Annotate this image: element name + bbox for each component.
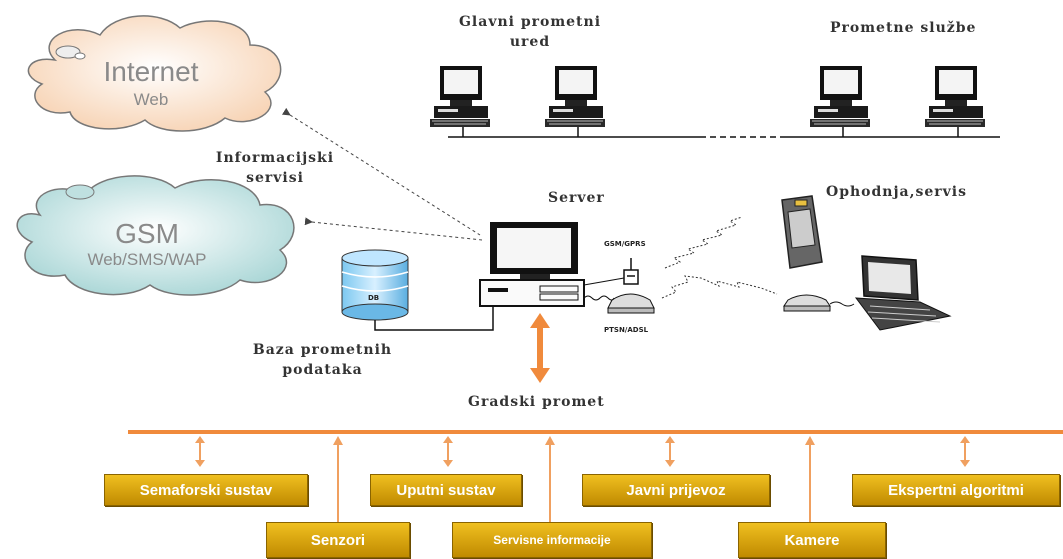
subsystem-semaforski-sustav: Semaforski sustav [104, 474, 308, 506]
workstation-main-office-1 [429, 65, 491, 128]
info-services-label: Informacijski servisi [215, 150, 335, 186]
subsystem-servisne-informacije: Servisne informacije [452, 522, 652, 558]
connector-ekspertni [960, 436, 970, 467]
wireless-link-laptop [661, 275, 778, 299]
gsm-gprs-label: GSM/GPRS [604, 240, 646, 248]
connector-uputni [443, 436, 453, 467]
workstation-main-office-2 [544, 65, 606, 128]
workstation-traffic-services-1 [809, 65, 871, 128]
telephone-server-side [607, 293, 655, 314]
internet-link-line [281, 107, 481, 236]
pstn-adsl-label: PTSN/ADSL [604, 326, 649, 334]
gsm-cloud [16, 175, 295, 296]
city-traffic-label: Gradski promet [468, 394, 605, 410]
connector-javni [665, 436, 675, 467]
server-bus-arrow [530, 313, 550, 383]
internet-cloud-subtitle: Web [133, 90, 169, 109]
database-label: Baza prometnih podataka [252, 342, 393, 378]
database-link-line [374, 306, 494, 331]
internet-cloud-title: Internet [103, 56, 199, 87]
patrol-label: Ophodnja,servis [826, 184, 967, 200]
internet-cloud [27, 15, 282, 132]
database-cylinder [341, 249, 409, 321]
pda-device [781, 195, 823, 269]
telephone-remote [783, 294, 831, 312]
subsystem-javni-prijevoz: Javni prijevoz [582, 474, 770, 506]
gsm-cloud-title: GSM [115, 218, 179, 249]
main-office-label: Glavni prometni ured [458, 14, 602, 50]
server-computer [479, 222, 585, 307]
subsystem-ekspertni-algoritmi: Ekspertni algoritmi [852, 474, 1060, 506]
subsystem-uputni-sustav: Uputni sustav [370, 474, 522, 506]
gsm-antenna [623, 258, 639, 285]
gsm-cloud-subtitle: Web/SMS/WAP [87, 250, 207, 269]
gsm-link-line [304, 217, 483, 241]
connector-semaforski [195, 436, 205, 467]
subsystem-kamere: Kamere [738, 522, 886, 558]
connector-kamere [805, 436, 815, 524]
subsystem-senzori: Senzori [266, 522, 410, 558]
traffic-services-label: Prometne službe [830, 20, 977, 36]
connector-servisne [545, 436, 555, 524]
wireless-link-pda [664, 216, 743, 269]
laptop-device [854, 255, 952, 331]
connector-senzori [333, 436, 343, 524]
server-label: Server [548, 190, 605, 206]
db-label: DB [368, 294, 380, 302]
workstation-traffic-services-2 [924, 65, 986, 128]
